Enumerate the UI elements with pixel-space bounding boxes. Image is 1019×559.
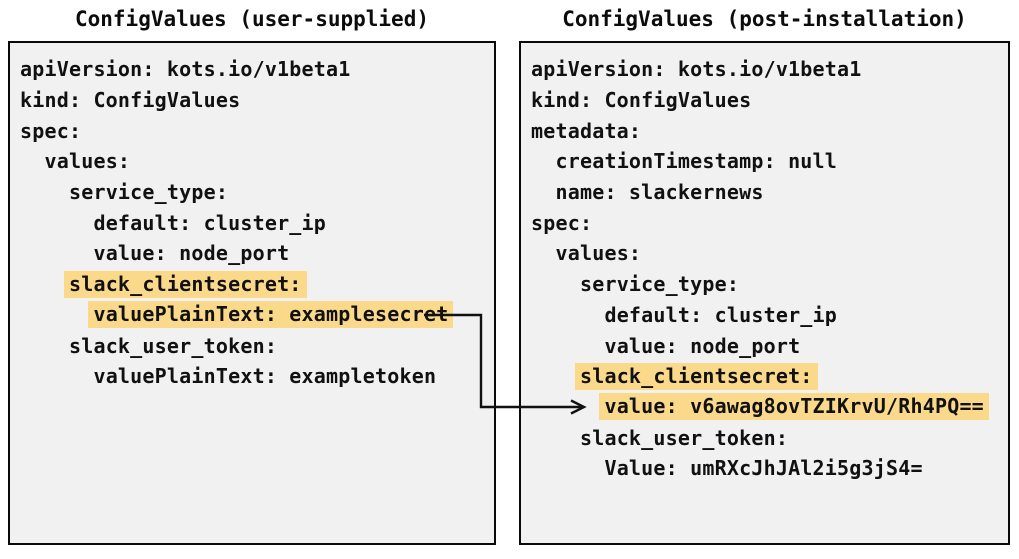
user-supplied-config-box: apiVersion: kots.io/v1beta1 kind: Config… [8,41,496,545]
code-indent [531,303,604,327]
code-text: valuePlainText: exampletoken [93,364,437,389]
code-indent [20,334,69,358]
code-line-highlighted: slack_clientsecret: [20,269,494,300]
code-line: value: node_port [531,330,1008,361]
code-line: kind: ConfigValues [531,85,1008,116]
code-line: Value: umRXcJhJAl2i5g3jS4= [531,453,1008,484]
code-indent [531,149,555,173]
code-text: kind: ConfigValues [531,88,752,113]
code-indent [20,364,93,388]
code-line-highlighted: slack_clientsecret: [531,361,1008,392]
code-text: spec: [531,210,593,235]
code-indent [20,149,44,173]
code-line: spec: [531,207,1008,238]
code-text: default: cluster_ip [604,302,838,327]
code-indent [20,180,69,204]
highlighted-code-text: slack_clientsecret: [574,362,818,390]
code-line: value: node_port [20,238,494,269]
code-line-highlighted: value: v6awag8ovTZIKrvU/Rh4PQ== [531,392,1008,423]
code-line: apiVersion: kots.io/v1beta1 [531,54,1008,85]
highlighted-code-text: value: v6awag8ovTZIKrvU/Rh4PQ== [599,393,989,421]
code-line: metadata: [531,115,1008,146]
code-text: name: slackernews [555,180,764,205]
code-indent [20,241,93,265]
code-indent [531,334,604,358]
code-line: slack_user_token: [531,422,1008,453]
right-panel-title: ConfigValues (post-installation) [562,7,967,31]
code-line: spec: [20,115,494,146]
code-line: default: cluster_ip [531,300,1008,331]
code-line: values: [20,146,494,177]
code-text: value: node_port [604,333,801,358]
code-indent [531,364,580,388]
code-indent [531,456,604,480]
code-line: name: slackernews [531,177,1008,208]
code-indent [20,211,93,235]
code-text: default: cluster_ip [93,210,327,235]
code-line: service_type: [20,177,494,208]
code-text: apiVersion: kots.io/v1beta1 [531,57,862,82]
code-text: service_type: [68,180,229,205]
highlighted-code-text: valuePlainText: examplesecret [88,301,454,329]
code-text: service_type: [579,272,740,297]
code-indent [531,426,580,450]
code-line: default: cluster_ip [20,207,494,238]
code-line: valuePlainText: exampletoken [20,361,494,392]
code-line: apiVersion: kots.io/v1beta1 [20,54,494,85]
code-text: metadata: [531,118,642,143]
code-text: creationTimestamp: null [555,149,838,174]
code-line: values: [531,238,1008,269]
code-line: kind: ConfigValues [20,85,494,116]
code-line: creationTimestamp: null [531,146,1008,177]
code-text: kind: ConfigValues [20,88,241,113]
code-text: slack_user_token: [579,425,789,450]
code-text: spec: [20,118,82,143]
code-indent [531,180,555,204]
code-line: service_type: [531,269,1008,300]
highlighted-code-text: slack_clientsecret: [63,270,307,298]
code-text: value: node_port [93,241,290,266]
code-indent [20,303,93,327]
left-panel-title: ConfigValues (user-supplied) [74,7,429,31]
code-text: slack_user_token: [68,333,278,358]
post-installation-config-box: apiVersion: kots.io/v1beta1 kind: Config… [519,41,1010,545]
code-indent [531,272,580,296]
code-indent [20,272,69,296]
code-indent [531,395,604,419]
code-indent [531,241,555,265]
code-text: values: [44,149,131,174]
code-line: slack_user_token: [20,330,494,361]
code-line-highlighted: valuePlainText: examplesecret [20,300,494,331]
code-text: Value: umRXcJhJAl2i5g3jS4= [604,456,923,481]
code-text: values: [555,241,642,266]
code-text: apiVersion: kots.io/v1beta1 [20,57,351,82]
